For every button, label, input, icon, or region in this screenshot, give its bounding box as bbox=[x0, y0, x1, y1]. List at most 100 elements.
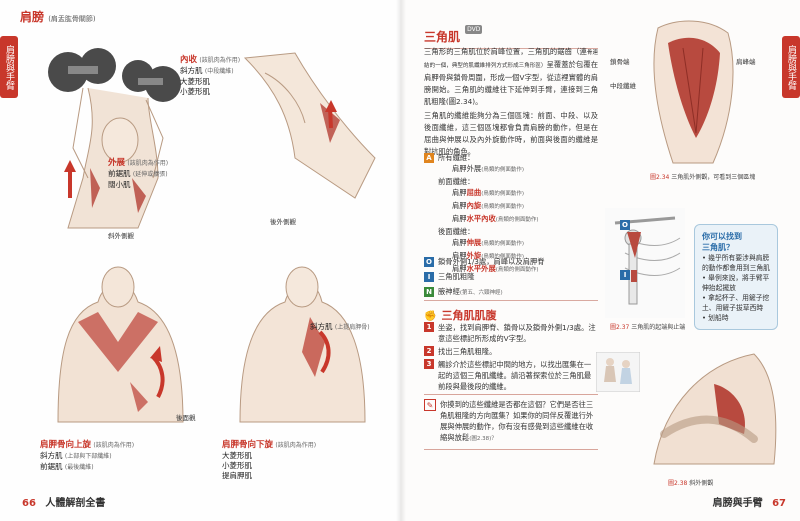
title-note: (肩盂肱骨關節) bbox=[48, 15, 96, 23]
origin-text: 鎖骨外側1/3處，肩峰以及肩胛脊 bbox=[438, 257, 545, 266]
palpation-title: 三角肌肌腹 bbox=[441, 309, 497, 322]
rotate-down-item: 提肩胛肌 bbox=[222, 471, 252, 480]
insertion-badge: I bbox=[424, 272, 434, 282]
title-text: 肩膀 bbox=[20, 10, 45, 24]
step-number: 2 bbox=[424, 346, 434, 356]
nerve-text: 腋神經 bbox=[438, 287, 460, 296]
page-title: 肩膀 (肩盂肱骨關節) bbox=[20, 8, 96, 25]
tip-item: • 划船時 bbox=[702, 313, 770, 323]
rotate-up-title: 肩胛骨向上旋 bbox=[40, 440, 92, 450]
action-row: 肩胛水平內收(鳥類的側面動作) bbox=[424, 213, 598, 226]
abduction-item-note: (延伸或擴張) bbox=[132, 171, 168, 178]
book-title: 人體解剖全書 bbox=[45, 498, 106, 509]
rotate-down-item: 小菱形肌 bbox=[222, 461, 252, 470]
action-prefix: 肩胛 bbox=[452, 264, 467, 273]
action-note: (鳥類的側面動作) bbox=[481, 167, 524, 173]
action-note: (鳥類的側面動作) bbox=[495, 217, 539, 223]
right-footer: 肩膀與手臂 67 bbox=[713, 494, 786, 509]
back-figure-down bbox=[239, 266, 366, 423]
right-page: 肩膀與手臂 三角肌 DVD 三角形的三角肌位於肩峰位置，三角肌的鋸齒（連骨連結的… bbox=[400, 0, 800, 521]
arm-figure bbox=[243, 52, 376, 199]
origin-marker-badge: O bbox=[620, 219, 630, 230]
rotate-down-note: (該肌肉為作用) bbox=[275, 442, 317, 449]
rotate-down-title: 肩胛骨向下旋 bbox=[222, 440, 274, 450]
trap-label-note: (上提肩胛骨) bbox=[334, 324, 370, 331]
caption-posterolateral: 後外側觀 bbox=[270, 218, 296, 226]
dumbbell-icon-left bbox=[48, 48, 116, 92]
gutter bbox=[396, 0, 406, 521]
palpation-step: 找出三角肌粗隆。 bbox=[438, 347, 497, 356]
intro-2-tail: (圖2.34)。 bbox=[445, 97, 483, 106]
action-note: (鳥類的側面動作) bbox=[481, 254, 524, 260]
dvd-icon[interactable]: DVD bbox=[465, 25, 483, 34]
fig-label-middle: 中段纖維 bbox=[610, 82, 636, 90]
rotate-down-label: 肩胛骨向下旋 (該肌肉為作用) 大菱形肌 小菱形肌 提肩胛肌 bbox=[222, 440, 316, 481]
abduction-item: 闊小肌 bbox=[108, 180, 131, 189]
intro-3: 三角肌的纖維能夠分為三個區塊：前面、中段、以及後面纖維，這三個區塊都會負責肩膀的… bbox=[424, 111, 598, 156]
action-prefix: 肩胛 bbox=[452, 214, 467, 223]
action-prefix: 肩胛 bbox=[452, 238, 467, 247]
abduction-title: 外展 bbox=[108, 158, 126, 168]
bullet-icon: • bbox=[702, 294, 709, 302]
fig-237-caption: 圖2.37 三角肌的起端與止端 bbox=[610, 322, 685, 331]
thumbnail-figure bbox=[596, 352, 640, 392]
right-side-tab[interactable]: 肩膀與手臂 bbox=[782, 36, 800, 98]
left-side-tab[interactable]: 肩膀與手臂 bbox=[0, 36, 18, 98]
origin-badge: O bbox=[424, 257, 434, 267]
action-highlight: 水平內收 bbox=[466, 214, 496, 223]
actions-title: 所有纖維： bbox=[438, 153, 475, 162]
caption-lateral: 斜外側觀 bbox=[108, 232, 134, 240]
action-prefix: 後面纖維： bbox=[438, 227, 475, 236]
tip-item: • 幾乎所有要涉與肩膀的動作都會用到三角肌 bbox=[702, 253, 770, 273]
intro-text: 三角形的三角肌位於肩峰位置，三角肌的鋸齒（連骨連結的一個，典型的肌纖維排列方式形… bbox=[424, 46, 598, 158]
fig-text: 三角肌的起端與止端 bbox=[631, 324, 686, 331]
note-text: 你摸到的這些纖維是否都在這個？它們是否往三角肌粗隆的方向匯集？如果你的同伴反覆進… bbox=[440, 400, 594, 442]
tip-item: • 拿起杯子、用鏟子挖土、用鏟子拔草西時 bbox=[702, 293, 770, 313]
adduction-label: 內收 (該肌肉為作用) 斜方肌 (中段纖維) 大菱形肌 小菱形肌 bbox=[180, 55, 240, 97]
fig-number: 圖2.37 bbox=[610, 324, 630, 331]
action-highlight: 屈曲 bbox=[466, 188, 482, 197]
palpation-step: 坐姿，找到肩胛脊、鎖骨以及鎖骨外側1/3處。注意這些標記所形成的V字型。 bbox=[438, 323, 596, 343]
action-row: 肩胛外旋(鳥類的側面動作) bbox=[424, 250, 598, 263]
rule bbox=[424, 300, 598, 301]
fig-number: 圖2.34 bbox=[650, 174, 670, 181]
action-prefix: 肩胛 bbox=[452, 201, 467, 210]
bullet-icon: • bbox=[702, 314, 709, 322]
trap-label: 斜方肌 (上提肩胛骨) bbox=[310, 322, 370, 333]
step-number: 1 bbox=[424, 322, 434, 332]
fig-234-caption: 圖2.34 三角肌外側觀，可看到三個區塊 bbox=[650, 172, 755, 181]
action-highlight: 水平外展 bbox=[466, 264, 496, 273]
tip-item: • 舉例來說，將手臂平伸抬起擺放 bbox=[702, 273, 770, 293]
action-group-heading: 後面纖維： bbox=[424, 226, 598, 237]
action-note: (鳥類的側面動作) bbox=[481, 241, 524, 247]
abduction-item: 前鋸肌 bbox=[108, 169, 131, 178]
action-note: (鳥類的側面動作) bbox=[495, 267, 539, 273]
insertion-marker-badge: I bbox=[620, 269, 630, 280]
action-note: (鳥類的側面動作) bbox=[481, 191, 524, 197]
insertion-marker: I bbox=[620, 264, 634, 283]
rotate-up-note: (該肌肉為作用) bbox=[93, 442, 135, 449]
adduction-note: (該肌肉為作用) bbox=[199, 57, 241, 64]
action-note: (鳥類的側面動作) bbox=[481, 204, 524, 210]
insertion-text: 三角肌粗隆 bbox=[438, 272, 475, 281]
palpation-step: 觸診介於這些標記中間的地方，以找出匯集在一起的這個三角肌纖維。請沿著探索位於三角… bbox=[438, 360, 592, 391]
rotate-up-item: 斜方肌 bbox=[40, 451, 63, 460]
fig-238-caption: 圖2.38 斜外側觀 bbox=[668, 478, 713, 487]
page-number: 66 bbox=[22, 498, 36, 509]
left-footer: 66 人體解剖全書 bbox=[22, 494, 105, 509]
adduction-item-note: (中段纖維) bbox=[204, 68, 234, 75]
action-badge: A bbox=[424, 153, 434, 163]
fig-text: 三角肌外側觀，可看到三個區塊 bbox=[671, 174, 756, 181]
bullet-icon: • bbox=[702, 274, 709, 282]
adduction-item: 斜方肌 bbox=[180, 66, 203, 75]
rotate-down-item: 大菱形肌 bbox=[222, 451, 252, 460]
action-row: 肩胛外展(鳥類的側面動作) bbox=[424, 163, 598, 176]
origin-marker: O bbox=[620, 214, 634, 233]
action-prefix: 肩胛 bbox=[452, 251, 467, 260]
tip-box: 你可以找到 三角肌？ • 幾乎所有要涉與肩膀的動作都會用到三角肌• 舉例來說，將… bbox=[694, 224, 778, 330]
nerve-badge: N bbox=[424, 287, 434, 297]
chapter-title: 肩膀與手臂 bbox=[712, 498, 763, 509]
